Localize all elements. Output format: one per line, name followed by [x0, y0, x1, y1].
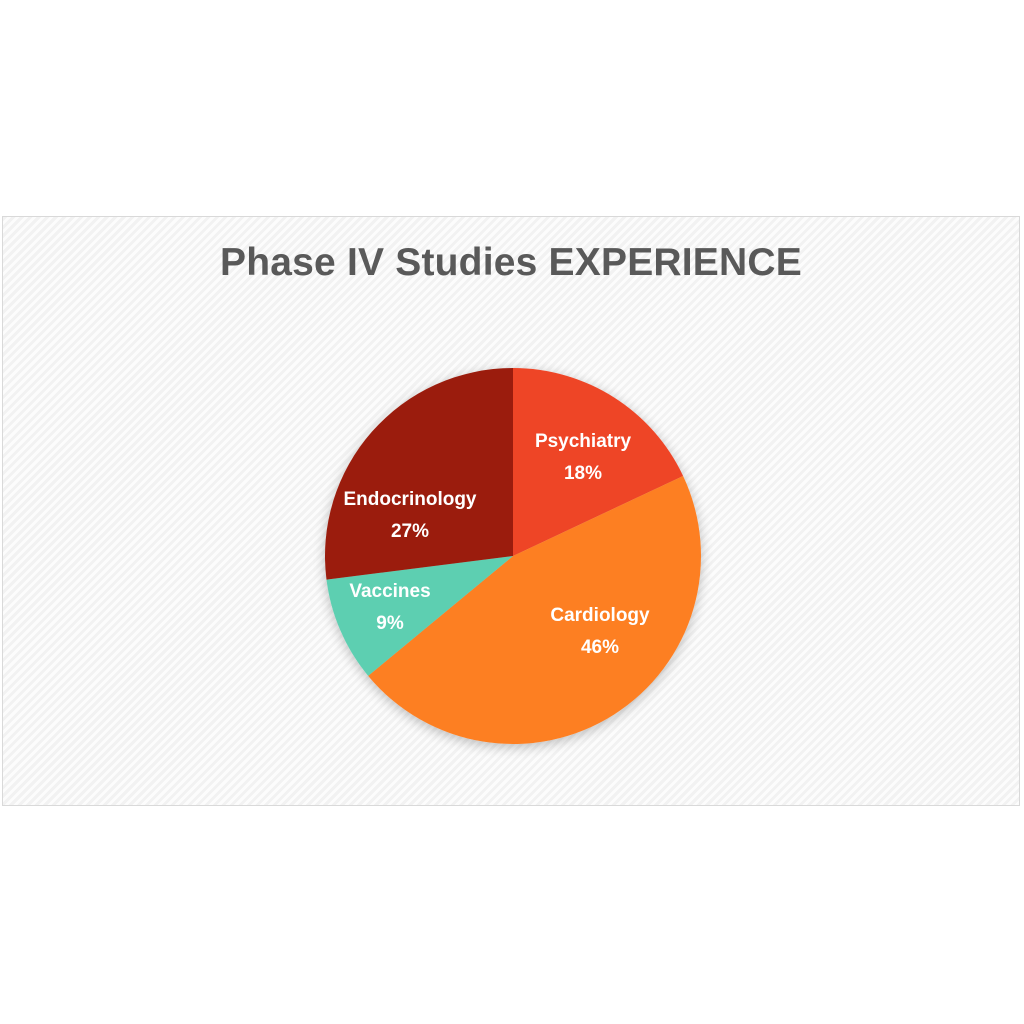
chart-title: Phase IV Studies EXPERIENCE [220, 241, 802, 284]
pie-slice-vaccines [326, 556, 513, 676]
slice-label-percent: 46% [581, 637, 619, 658]
slice-label-name: Cardiology [550, 605, 650, 626]
pie-slice-psychiatry [513, 368, 684, 556]
slice-label-name: Psychiatry [535, 431, 632, 452]
slice-label-name: Vaccines [349, 581, 430, 602]
pie-slice-cardiology [368, 475, 701, 744]
slice-label-percent: 18% [564, 463, 602, 484]
pie-chart: Psychiatry 18% Cardiology 46% Vaccines 9% Endo… [324, 368, 701, 744]
slice-label-name: Endocrinology [344, 489, 477, 510]
pie-slice-endocrinology [324, 368, 513, 580]
slice-label-percent: 27% [391, 521, 429, 542]
slice-label-percent: 9% [376, 613, 404, 634]
chart-area: Phase IV Studies EXPERIENCE Psychiatry 18… [2, 216, 1020, 806]
